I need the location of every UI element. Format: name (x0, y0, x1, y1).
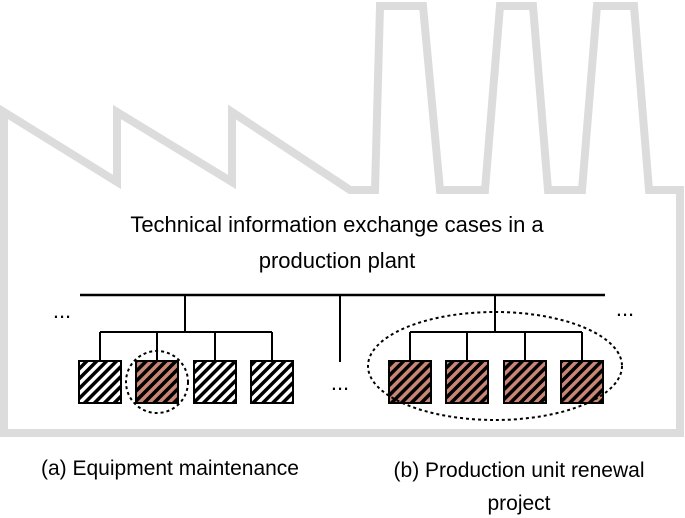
ellipsis-left: ... (53, 298, 71, 323)
diagram-title-line-1: Technical information exchange cases in … (130, 212, 544, 237)
caption-b-line-1: (b) Production unit renewal (394, 459, 645, 482)
unit-b-4 (560, 360, 604, 404)
left-group-connectors (99, 295, 273, 361)
unit-b-2 (445, 360, 489, 404)
production-unit-renewal-highlight-ellipse (367, 311, 623, 421)
diagram-title-line-2: production plant (259, 248, 416, 273)
caption-a: (a) Equipment maintenance (41, 457, 299, 480)
unit-a-2-highlighted (135, 360, 179, 404)
unit-b-3 (503, 360, 547, 404)
unit-a-1 (78, 360, 122, 404)
equipment-maintenance-highlight-circle (125, 350, 189, 414)
ellipsis-center: ... (331, 370, 349, 395)
right-group-connectors (409, 295, 583, 361)
unit-a-3 (193, 360, 237, 404)
unit-a-4 (250, 360, 294, 404)
ellipsis-right: ... (616, 296, 634, 321)
unit-b-1 (388, 360, 432, 404)
factory-outline (0, 1, 684, 437)
caption-b-line-2: project (487, 492, 550, 515)
